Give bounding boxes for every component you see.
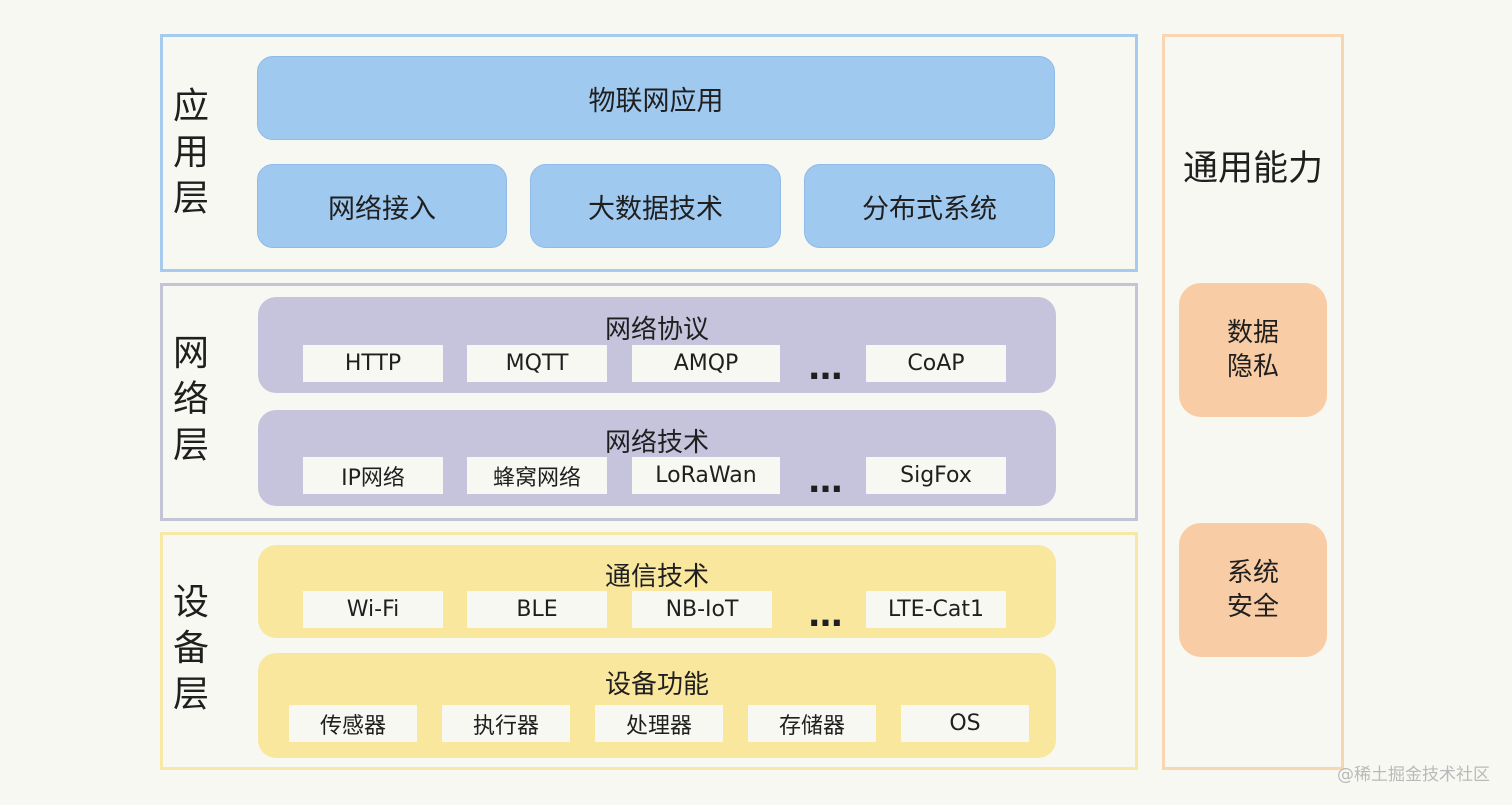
protocol-item: CoAP <box>866 345 1006 382</box>
network-tech-item: LoRaWan <box>632 457 780 494</box>
distributed-system-box: 分布式系统 <box>804 164 1055 248</box>
device-function-item: OS <box>901 705 1029 742</box>
network-protocol-title: 网络协议 <box>604 315 709 345</box>
device-layer-label: 设备层 <box>172 582 209 715</box>
device-function-title: 设备功能 <box>604 670 709 700</box>
application-layer-frame <box>160 34 1138 272</box>
comm-tech-item: BLE <box>467 591 607 628</box>
ellipsis-icon: … <box>808 461 846 501</box>
network-access-box: 网络接入 <box>257 164 507 248</box>
device-function-item: 处理器 <box>595 705 723 742</box>
device-function-item: 执行器 <box>442 705 570 742</box>
network-tech-item: SigFox <box>866 457 1006 494</box>
comm-tech-item: Wi-Fi <box>303 591 443 628</box>
protocol-item: AMQP <box>632 345 780 382</box>
network-tech-item: IP网络 <box>303 457 443 494</box>
comm-tech-item: NB-IoT <box>632 591 772 628</box>
network-layer-frame <box>160 283 1138 521</box>
comm-tech-item: LTE-Cat1 <box>866 591 1006 628</box>
comm-tech-title: 通信技术 <box>604 562 709 592</box>
protocol-item: MQTT <box>467 345 607 382</box>
network-layer-label: 网络层 <box>172 333 209 466</box>
ellipsis-icon: … <box>808 595 846 635</box>
big-data-box: 大数据技术 <box>530 164 781 248</box>
system-security-box: 系统安全 <box>1179 523 1327 657</box>
network-tech-title: 网络技术 <box>604 428 709 458</box>
application-layer-label: 应用层 <box>172 86 209 219</box>
watermark-text: @稀土掘金技术社区 <box>1337 765 1490 785</box>
protocol-item: HTTP <box>303 345 443 382</box>
iot-application-box: 物联网应用 <box>257 56 1055 140</box>
data-privacy-box: 数据隐私 <box>1179 283 1327 417</box>
device-function-item: 传感器 <box>289 705 417 742</box>
device-layer-frame <box>160 532 1138 770</box>
common-capabilities-title: 通用能力 <box>1182 149 1323 189</box>
network-tech-item: 蜂窝网络 <box>467 457 607 494</box>
common-capabilities-frame <box>1162 34 1344 770</box>
ellipsis-icon: … <box>808 348 846 388</box>
device-function-item: 存储器 <box>748 705 876 742</box>
